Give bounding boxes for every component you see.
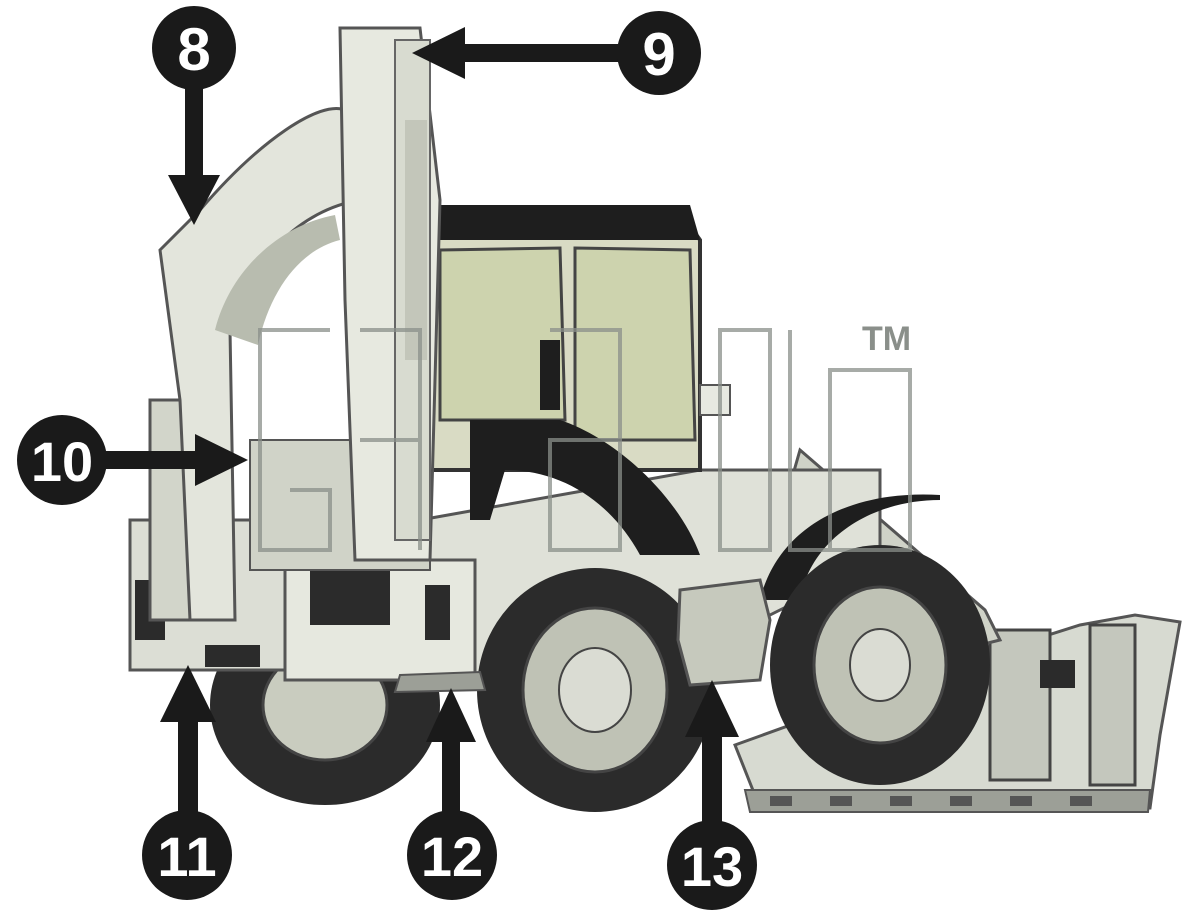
svg-text:11: 11: [157, 825, 216, 888]
svg-text:13: 13: [681, 835, 743, 898]
arrow-13: [685, 680, 739, 830]
svg-text:10: 10: [31, 430, 93, 493]
watermark: [258, 328, 912, 552]
arrow-8: [168, 85, 220, 225]
front-wheel: [770, 545, 990, 785]
arrow-10: [105, 434, 248, 486]
callout-8: 8: [152, 6, 236, 90]
svg-text:9: 9: [642, 21, 675, 88]
dipper-arm: [338, 26, 442, 562]
watermark-tm: TM: [862, 320, 911, 358]
callout-12: 12: [407, 810, 497, 900]
arrow-11: [160, 665, 216, 820]
callout-11: 11: [142, 810, 232, 900]
svg-text:12: 12: [421, 825, 483, 888]
rear-right-wheel: [477, 568, 713, 812]
callout-13: 13: [667, 820, 757, 910]
backhoe-loader-illustration: [128, 26, 1182, 813]
svg-text:8: 8: [177, 16, 210, 83]
operator-cab: [417, 205, 731, 472]
callout-9: 9: [617, 11, 701, 95]
toolbox: [676, 578, 772, 687]
callout-10: 10: [17, 415, 107, 505]
callout-arrows: [105, 27, 739, 830]
arrow-9: [412, 27, 625, 79]
arrow-12: [426, 688, 476, 820]
